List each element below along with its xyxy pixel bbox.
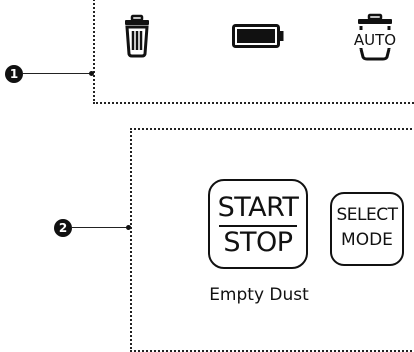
auto-empty-icon: AUTO (350, 13, 400, 61)
battery-icon (232, 24, 284, 48)
callout-2-leader-line (71, 227, 129, 228)
select-mode-button[interactable]: SELECT MODE (330, 192, 404, 266)
callout-1: 1 (5, 65, 23, 83)
indicator-panel (93, 0, 414, 104)
stop-label: STOP (223, 227, 293, 258)
callout-1-anchor-dot (89, 71, 94, 76)
start-stop-divider (219, 225, 297, 227)
trash-icon (125, 14, 149, 58)
auto-icon-text: AUTO (354, 31, 396, 49)
empty-dust-caption: Empty Dust (209, 285, 309, 305)
mode-label: MODE (341, 230, 393, 250)
select-label: SELECT (336, 205, 399, 225)
callout-1-leader-line (22, 73, 92, 74)
callout-2: 2 (54, 219, 72, 237)
callout-2-anchor-dot (126, 225, 131, 230)
start-label: START (217, 192, 299, 223)
start-stop-button[interactable]: START STOP (208, 179, 308, 269)
